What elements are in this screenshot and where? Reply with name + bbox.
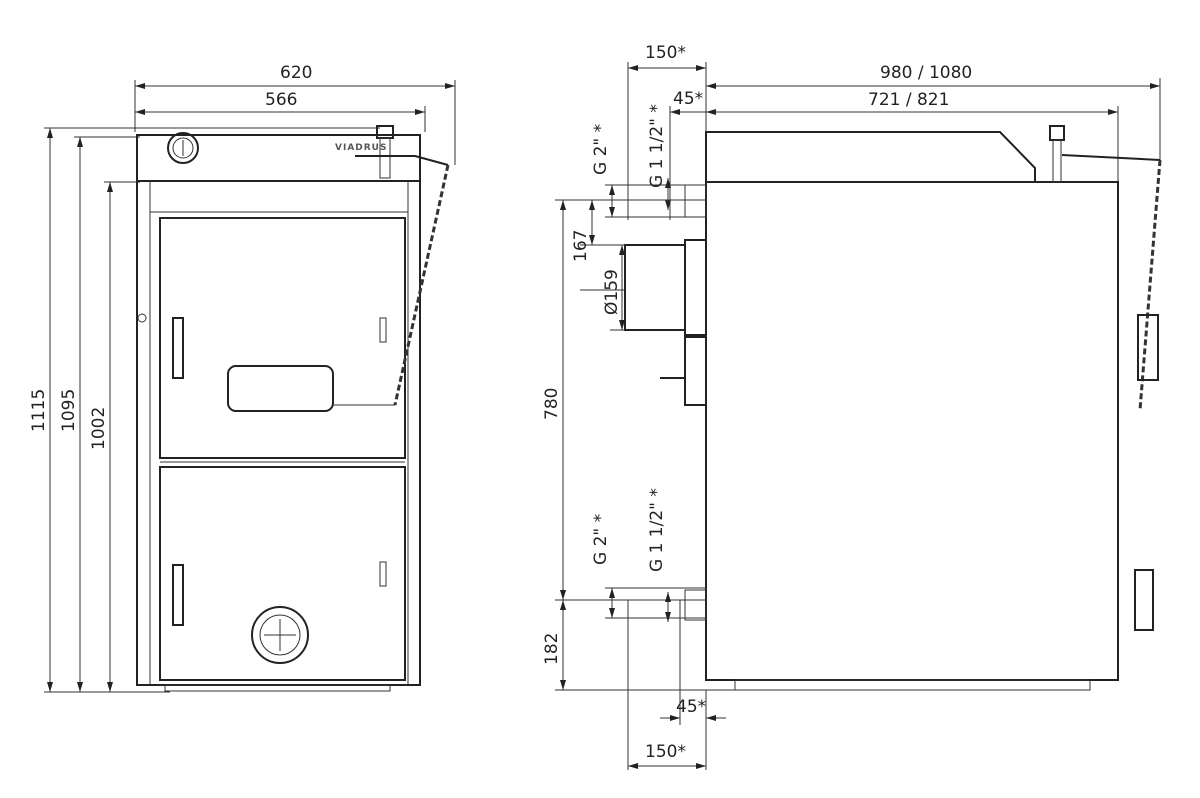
upper-door [159,217,406,459]
front-view: 620 566 1115 1095 1002 [29,63,456,693]
dim-label-721-821: 721 / 821 [868,90,949,110]
flue-outlet [624,244,686,331]
door-handle-side [1137,314,1159,381]
lower-door [159,466,406,681]
dim-620: 620 [134,63,456,165]
dim-label-780: 780 [542,388,562,420]
dim-label-g2-upper: G 2" * [591,124,611,175]
dim-flue-diameter: Ø159 [580,245,625,331]
dim-150-top: 150* [628,43,706,71]
dim-566: 566 [135,90,426,132]
inspection-window [227,365,334,412]
chain [393,164,450,406]
dim-label-167: 167 [571,230,591,262]
dim-45-bottom: 45* [660,697,726,721]
side-view: 150* 980 / 1080 45* 721 / 821 G 2" * G 1… [542,43,1162,770]
dim-label-182: 182 [542,633,562,665]
lower-handle-side [1134,569,1154,631]
safety-valve-side-icon [1049,125,1065,141]
dim-label-g112-lower: G 1 1/2" * [647,488,667,572]
dim-label-45-bottom: 45* [676,697,706,717]
dim-45-top: 45* [670,89,720,115]
brand-logo: VIADRUS [335,143,387,153]
dim-780: 780 [542,200,566,600]
dim-label-45-top: 45* [673,89,703,109]
dim-182: 182 [542,600,566,690]
dim-label-1115: 1115 [29,389,49,432]
dim-1002: 1002 [89,182,113,692]
top-hood [705,131,1036,183]
dim-label-1095: 1095 [59,389,79,432]
dim-label-150-bottom: 150* [645,742,686,762]
boiler-body [136,180,421,686]
dim-167: 167 [571,200,625,262]
dim-label-g112-upper: G 1 1/2" * [647,104,667,188]
dim-label-980-1080: 980 / 1080 [880,63,972,83]
dim-label-620: 620 [280,63,312,83]
dim-150-bottom: 150* [628,742,706,769]
dim-980-1080: 980 / 1080 [706,63,1160,89]
air-regulator-wheel-icon [251,606,309,664]
thermometer-gauge-icon [167,132,199,164]
dim-label-566: 566 [265,90,297,110]
top-panel [136,134,421,182]
dim-label-g2-lower: G 2" * [591,514,611,565]
dim-1115: 1115 [29,128,53,692]
dim-label-1002: 1002 [89,407,109,450]
dim-721-821: 721 / 821 [706,90,1118,115]
dim-label-150-top: 150* [645,43,686,63]
dim-label-159: Ø159 [602,269,622,315]
side-chain [1138,159,1162,411]
lower-door-handle [172,564,184,626]
boiler-side-body [705,181,1119,681]
upper-door-handle [172,317,184,379]
dim-1095: 1095 [59,137,83,692]
